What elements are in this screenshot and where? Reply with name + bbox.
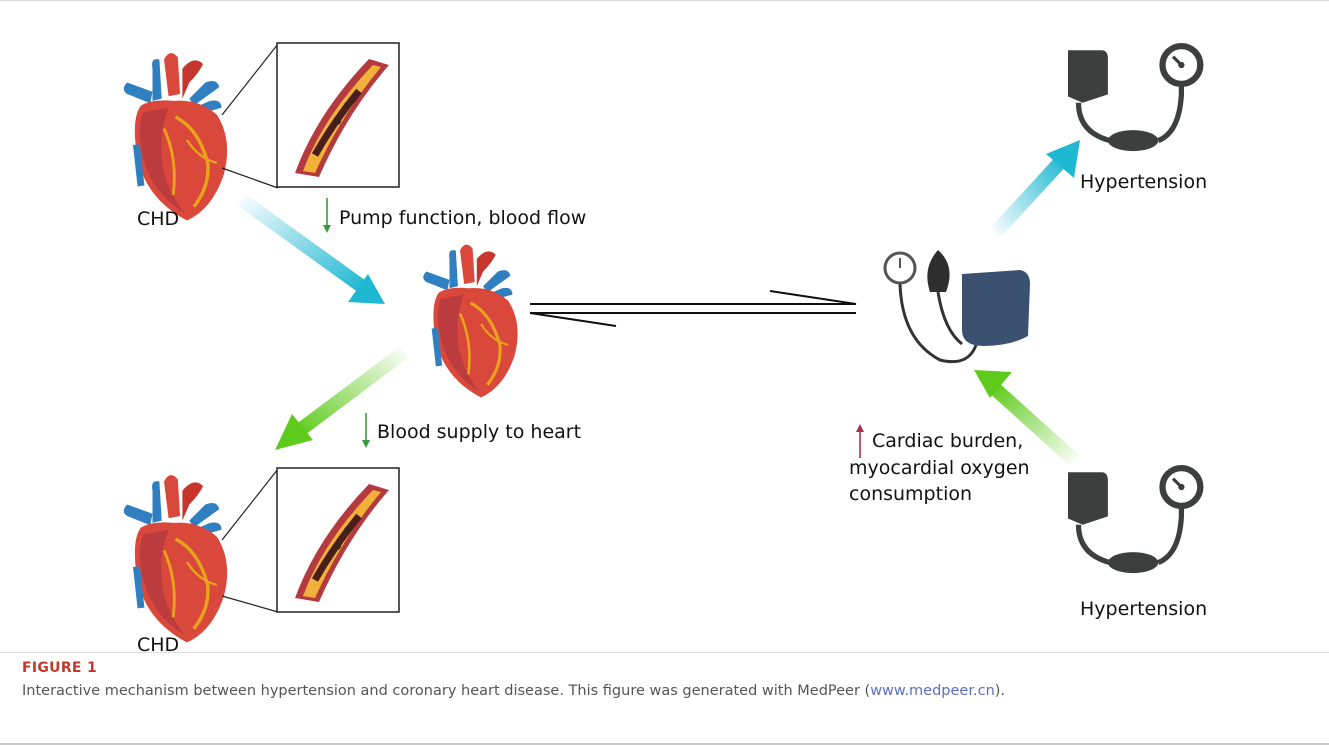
cardiac-burden-line: myocardial oxygen [849,455,1030,481]
caption-text: Interactive mechanism between hypertensi… [22,683,870,699]
cardiac-burden-line: consumption [849,481,1030,507]
heart-icon [124,53,227,220]
cardiac-burden-line: Cardiac burden, [872,428,1023,454]
hypertension-label: Hypertension [1080,170,1207,194]
caption-text-end: ). [995,683,1005,699]
equilibrium-arrows [530,291,856,326]
down-arrow-icon [323,198,331,233]
blood-supply-label: Blood supply to heart [377,420,581,444]
cardiac-burden-label: myocardial oxygen consumption [849,455,1030,507]
cyan-arrow-to-hypertension [996,140,1080,232]
divider [0,652,1329,653]
sphygmomanometer-icon [1068,468,1200,573]
vessel-plaque-icon [277,468,399,612]
pump-function-label: Pump function, blood flow [339,206,586,230]
figure-caption: Interactive mechanism between hypertensi… [22,683,1005,699]
chd-label: CHD [137,633,179,657]
heart-icon [124,475,227,642]
bp-monitor-icon [885,250,1030,362]
vessel-plaque-icon [277,43,399,187]
sphygmomanometer-icon [1068,46,1200,151]
heart-icon [423,245,517,398]
diagram-canvas [0,0,1329,660]
cardiac-burden-label: Cardiac burden, [872,428,1023,454]
chd-label: CHD [137,207,179,231]
down-arrow-icon [362,413,370,448]
figure-label: FIGURE 1 [22,660,97,676]
medpeer-link[interactable]: www.medpeer.cn [870,683,995,699]
hypertension-label: Hypertension [1080,597,1207,621]
up-arrow-icon [856,424,864,458]
